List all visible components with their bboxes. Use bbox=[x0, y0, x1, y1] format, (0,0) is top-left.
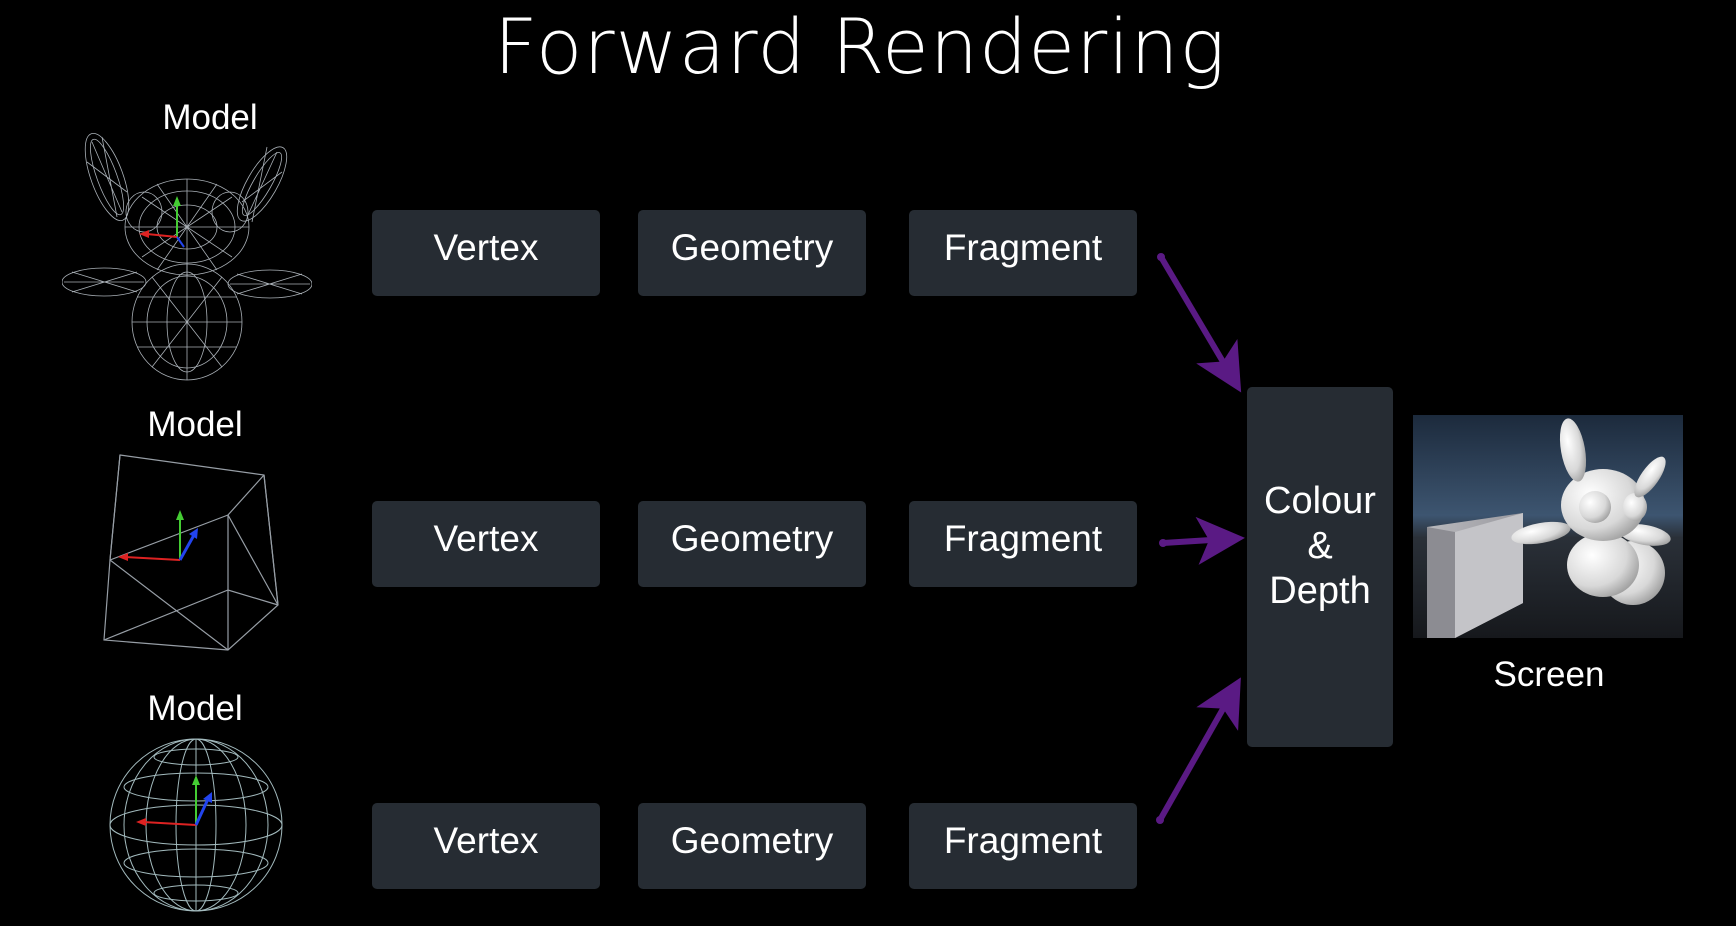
fragment-label-3: Fragment bbox=[943, 820, 1103, 861]
vertex-label-1: Vertex bbox=[433, 227, 539, 268]
vertex-stage-3: Vertex bbox=[372, 803, 600, 889]
ampersand-text: & bbox=[1307, 525, 1333, 567]
depth-text: Depth bbox=[1269, 570, 1371, 612]
geometry-label-3: Geometry bbox=[670, 820, 834, 861]
model-label-1: Model bbox=[162, 98, 258, 137]
geometry-stage-2: Geometry bbox=[638, 501, 866, 587]
vertex-stage-2: Vertex bbox=[372, 501, 600, 587]
fragment-stage-1: Fragment bbox=[909, 210, 1137, 296]
geometry-stage-3: Geometry bbox=[638, 803, 866, 889]
model-label-3: Model bbox=[147, 689, 243, 728]
geometry-label-2: Geometry bbox=[670, 518, 834, 559]
colour-text: Colour bbox=[1264, 480, 1376, 522]
rendered-scene-image bbox=[1413, 415, 1683, 638]
model-label-2: Model bbox=[147, 405, 243, 444]
arrow-row-1 bbox=[1158, 255, 1242, 393]
vertex-stage-1: Vertex bbox=[372, 210, 600, 296]
sphere-wireframe-icon bbox=[109, 738, 283, 912]
vertex-label-3: Vertex bbox=[433, 820, 539, 861]
geometry-label-1: Geometry bbox=[670, 227, 834, 268]
geometry-stage-1: Geometry bbox=[638, 210, 866, 296]
arrow-row-2 bbox=[1162, 516, 1245, 565]
vertex-label-2: Vertex bbox=[433, 518, 539, 559]
screen-label: Screen bbox=[1493, 655, 1605, 694]
fragment-label-1: Fragment bbox=[943, 227, 1103, 268]
colour-depth-buffer: Colour & Depth bbox=[1247, 387, 1393, 747]
fragment-stage-3: Fragment bbox=[909, 803, 1137, 889]
cube-wireframe-icon bbox=[103, 454, 279, 651]
slide-title: Forward Rendering bbox=[493, 2, 1227, 91]
bunny-wireframe-icon bbox=[62, 133, 312, 381]
fragment-label-2: Fragment bbox=[943, 518, 1103, 559]
colour-depth-label: Colour & Depth bbox=[1247, 479, 1393, 614]
arrow-row-3 bbox=[1157, 677, 1241, 822]
fragment-stage-2: Fragment bbox=[909, 501, 1137, 587]
